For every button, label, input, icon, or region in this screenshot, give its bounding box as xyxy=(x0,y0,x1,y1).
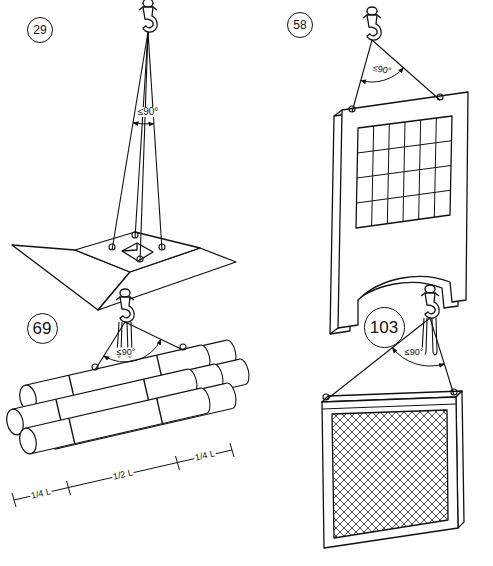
sling xyxy=(109,244,115,250)
sling xyxy=(323,394,329,400)
callout-number: 69 xyxy=(33,320,52,337)
callout-number: 103 xyxy=(370,319,398,336)
dimension-line xyxy=(230,443,234,457)
angle-arc xyxy=(392,348,444,366)
callout-number: 29 xyxy=(33,24,46,36)
log-bundle xyxy=(240,358,252,385)
crane-hook xyxy=(139,0,157,32)
wall-panel xyxy=(356,116,452,228)
angle-label: ≤90° xyxy=(371,64,393,76)
log-bundle xyxy=(4,339,251,456)
window-grid xyxy=(357,166,451,179)
sling xyxy=(159,244,165,250)
mesh-frame xyxy=(322,391,464,548)
sling xyxy=(430,318,454,395)
mesh-frame xyxy=(332,410,448,538)
crane-hook xyxy=(421,285,439,318)
sling xyxy=(109,32,165,262)
sling xyxy=(432,318,437,355)
sling xyxy=(180,344,186,350)
pyramid-block xyxy=(75,232,200,272)
crane-hook xyxy=(116,289,134,322)
pyramid-block xyxy=(122,243,153,261)
dimension-line xyxy=(67,481,71,495)
sling xyxy=(125,322,183,350)
sling xyxy=(140,32,148,262)
log-bundle xyxy=(25,388,206,454)
wall-panel xyxy=(330,328,338,334)
angle-arc xyxy=(104,68,444,366)
angle-label: ≤90° xyxy=(116,348,137,357)
callout-circle: 103 xyxy=(364,307,405,348)
sling xyxy=(323,318,457,400)
mesh-frame xyxy=(322,404,456,409)
log-bundle xyxy=(25,388,200,428)
sling xyxy=(326,318,430,400)
sling xyxy=(352,40,372,112)
sling xyxy=(349,40,443,112)
dimension-label: 1/4 L xyxy=(29,487,52,501)
sling xyxy=(372,40,440,100)
angle-label: ≤90° xyxy=(137,107,160,117)
dimension-label: 1/4 L xyxy=(193,449,216,463)
log-bundle xyxy=(157,398,163,423)
sling xyxy=(132,232,138,238)
wall-panel xyxy=(338,92,468,328)
callout-number: 58 xyxy=(293,19,306,31)
callout-circle: 58 xyxy=(287,12,313,38)
log-bundle xyxy=(69,418,75,443)
callout-circle: 69 xyxy=(27,313,58,344)
sling xyxy=(349,106,355,112)
wall-panel xyxy=(334,110,342,116)
sling xyxy=(112,32,148,250)
log-bundle xyxy=(17,427,38,456)
sling xyxy=(148,32,162,250)
log-bundle xyxy=(31,413,206,453)
window-grid xyxy=(357,118,452,226)
angle-arc xyxy=(104,339,161,362)
sling xyxy=(92,322,186,370)
sling xyxy=(95,322,125,370)
log-bundle xyxy=(201,387,213,414)
pyramid-block xyxy=(122,243,137,251)
mesh-frame xyxy=(322,397,458,548)
dimension-line xyxy=(14,450,232,500)
dimension-line xyxy=(12,443,234,507)
log-bundle xyxy=(17,387,212,456)
window-grid xyxy=(358,141,452,153)
log-bundle xyxy=(227,382,239,409)
sling xyxy=(437,94,443,100)
sling xyxy=(92,364,98,370)
dimension-line xyxy=(12,493,16,507)
dimension-label: 1/2 L xyxy=(111,468,134,482)
angle-label: ≤90° xyxy=(404,348,425,357)
window-grid xyxy=(357,190,451,203)
sling xyxy=(137,256,143,262)
crane-hook xyxy=(363,7,381,40)
callout-circle: 29 xyxy=(27,17,53,43)
angle-arc xyxy=(133,123,154,124)
wall-panel xyxy=(330,92,468,334)
sling xyxy=(451,389,457,395)
dimension-line xyxy=(176,456,180,470)
